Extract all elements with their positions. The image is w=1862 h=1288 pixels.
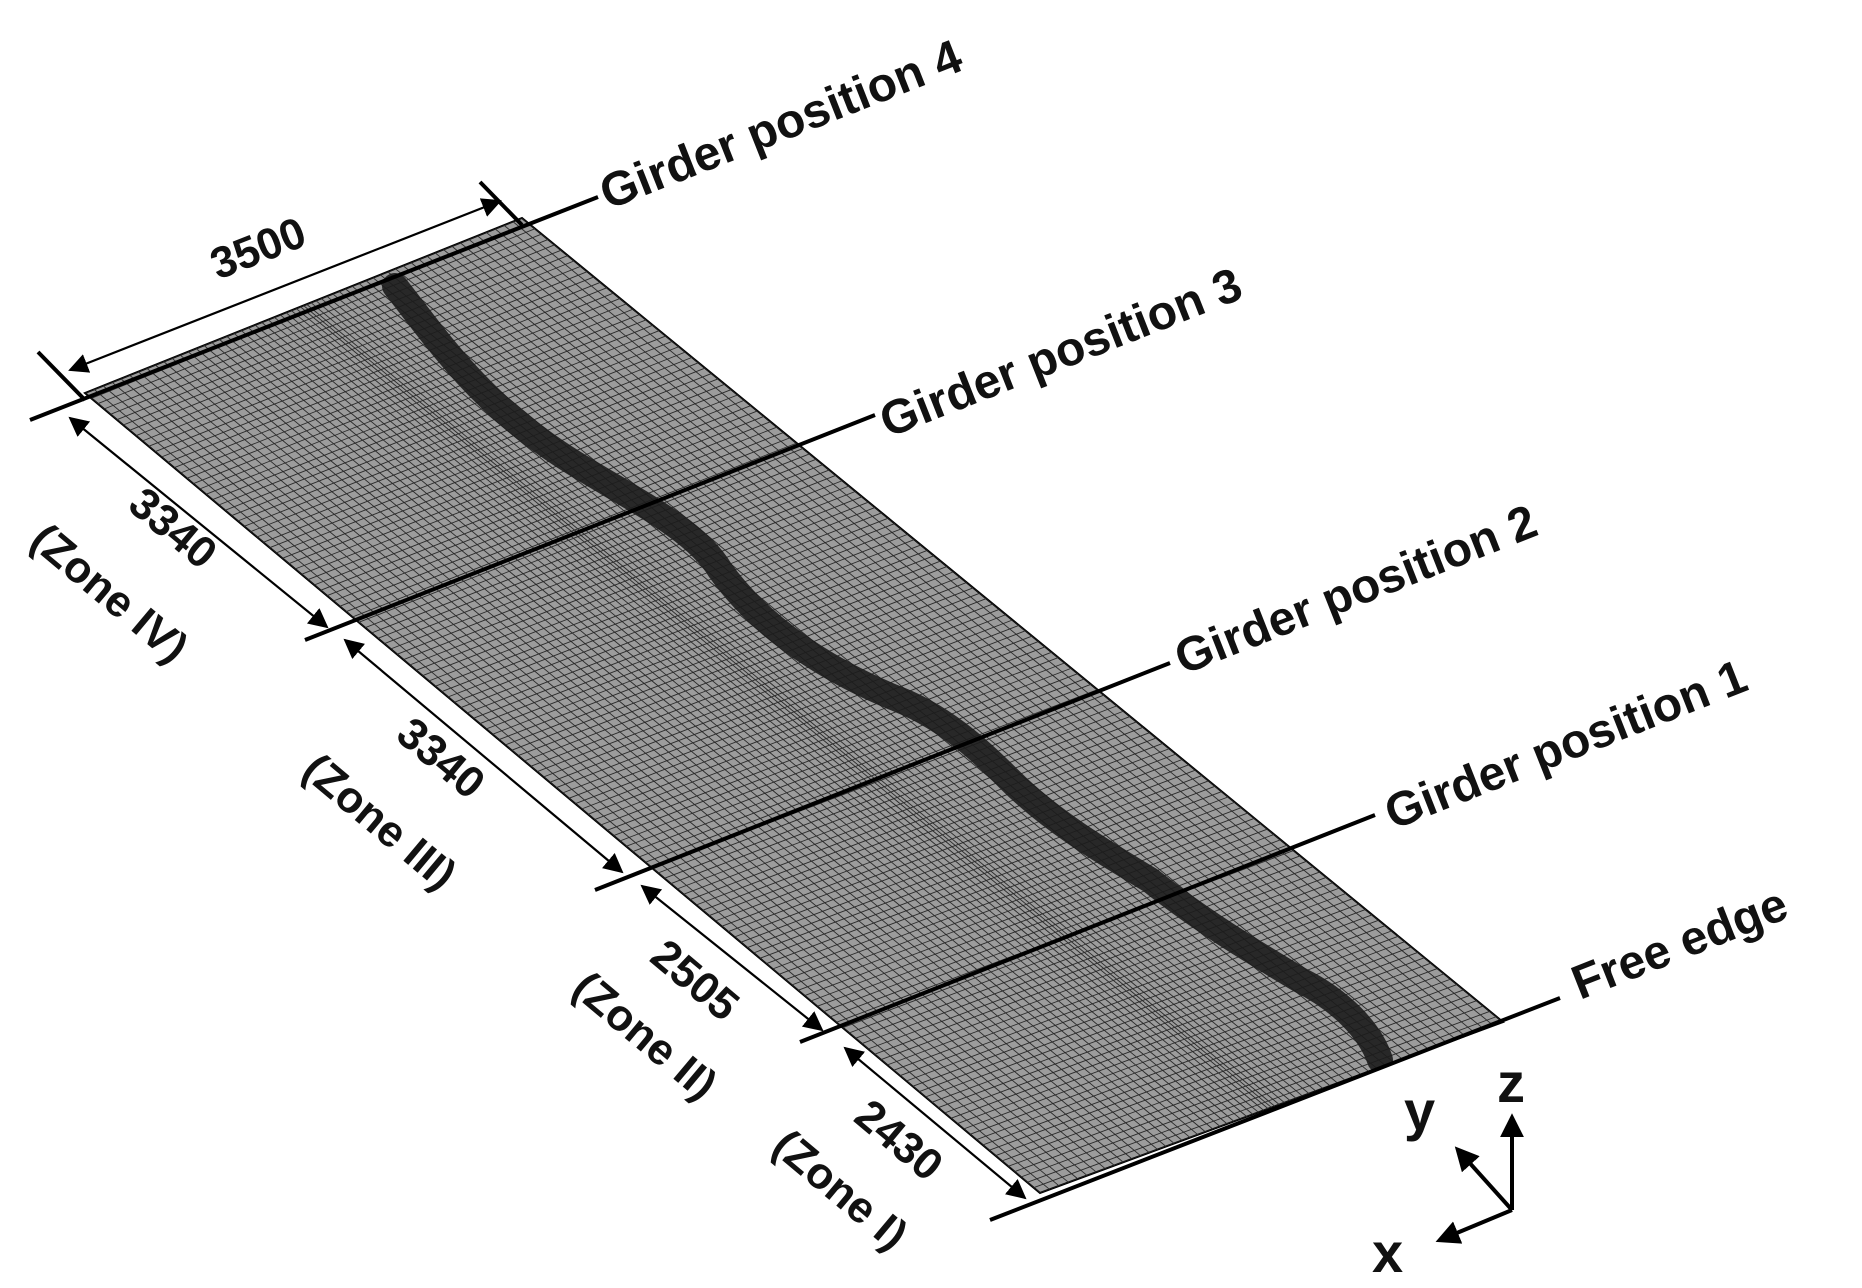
width-tick-right <box>478 180 524 227</box>
mesh-line-longitudinal <box>468 238 1447 1044</box>
mesh-line-longitudinal <box>477 235 1457 1040</box>
mesh-line-longitudinal <box>315 300 1285 1104</box>
girder-line-3 <box>304 413 876 642</box>
mesh-line-longitudinal <box>459 242 1438 1047</box>
mesh-line-longitudinal <box>387 271 1362 1075</box>
mesh-line-longitudinal <box>233 332 1199 1136</box>
mesh-line-longitudinal <box>451 245 1429 1050</box>
girder-position-1-label: Girder position 1 <box>1378 650 1755 840</box>
zone-ii-dimension-line <box>640 884 824 1032</box>
coordinate-axes: z y x <box>1372 1051 1525 1284</box>
mesh-line-longitudinal <box>512 221 1494 1026</box>
mesh-line-longitudinal <box>485 231 1466 1037</box>
mesh-line-longitudinal <box>254 324 1221 1127</box>
mesh-line-longitudinal <box>211 341 1175 1144</box>
y-axis-arrow <box>1454 1146 1514 1212</box>
mesh-line-longitudinal <box>443 249 1421 1054</box>
mesh-line-longitudinal <box>332 293 1303 1097</box>
zone-i-dimension-line <box>843 1046 1027 1200</box>
mesh-line-longitudinal <box>426 255 1403 1060</box>
mesh-line-longitudinal <box>521 218 1503 1023</box>
mesh-line-longitudinal <box>179 354 1141 1157</box>
mesh-line-longitudinal <box>267 319 1235 1122</box>
mesh-line-longitudinal <box>279 314 1248 1117</box>
mesh-line-longitudinal <box>310 302 1280 1105</box>
width-tick-left <box>36 350 87 402</box>
mesh-line-longitudinal <box>290 310 1259 1113</box>
mesh-line-longitudinal <box>320 298 1291 1101</box>
zone-iii-dimension-line <box>343 638 624 874</box>
mesh-line-longitudinal <box>306 303 1276 1107</box>
z-axis-label: z <box>1497 1051 1525 1114</box>
mesh-line-longitudinal <box>187 351 1150 1153</box>
mesh-line-longitudinal <box>226 335 1191 1138</box>
mesh-line-longitudinal <box>240 330 1206 1133</box>
width-dimension-line <box>68 198 502 373</box>
mesh-line-longitudinal <box>273 316 1241 1120</box>
mesh-line-longitudinal <box>303 305 1272 1108</box>
mesh-line-longitudinal <box>218 338 1183 1141</box>
girder-position-4-label: Girder position 4 <box>593 30 970 220</box>
mesh-line-longitudinal <box>295 308 1264 1111</box>
free-edge-label: Free edge <box>1565 878 1795 1010</box>
mesh-line-longitudinal <box>326 295 1297 1099</box>
mesh-line-longitudinal <box>395 268 1370 1072</box>
mesh-line-longitudinal <box>247 327 1214 1130</box>
mesh-line-longitudinal <box>434 252 1412 1057</box>
crack-band <box>382 273 1393 1073</box>
mesh-line-longitudinal <box>285 312 1254 1115</box>
girder-line-1 <box>799 813 1376 1044</box>
mesh-line-longitudinal <box>261 321 1228 1125</box>
free-edge-line <box>989 996 1561 1222</box>
deck-plate-mesh <box>83 216 1505 1195</box>
girder-position-2-label: Girder position 2 <box>1168 495 1545 685</box>
x-axis-arrow <box>1435 1208 1513 1244</box>
girder-line-2 <box>594 661 1171 892</box>
mesh-line-longitudinal <box>503 224 1485 1030</box>
mesh-line-longitudinal <box>494 228 1475 1033</box>
mesh-line-longitudinal <box>171 357 1133 1160</box>
zone-iv-dimension-line <box>68 416 329 629</box>
y-axis-label: y <box>1404 1079 1435 1142</box>
x-axis-label: x <box>1372 1221 1403 1284</box>
mesh-line-longitudinal <box>300 306 1269 1110</box>
width-dimension-label: 3500 <box>204 208 313 289</box>
mesh-line-longitudinal <box>195 348 1158 1150</box>
mesh-line-longitudinal <box>203 345 1167 1147</box>
girder-position-3-label: Girder position 3 <box>873 258 1250 448</box>
